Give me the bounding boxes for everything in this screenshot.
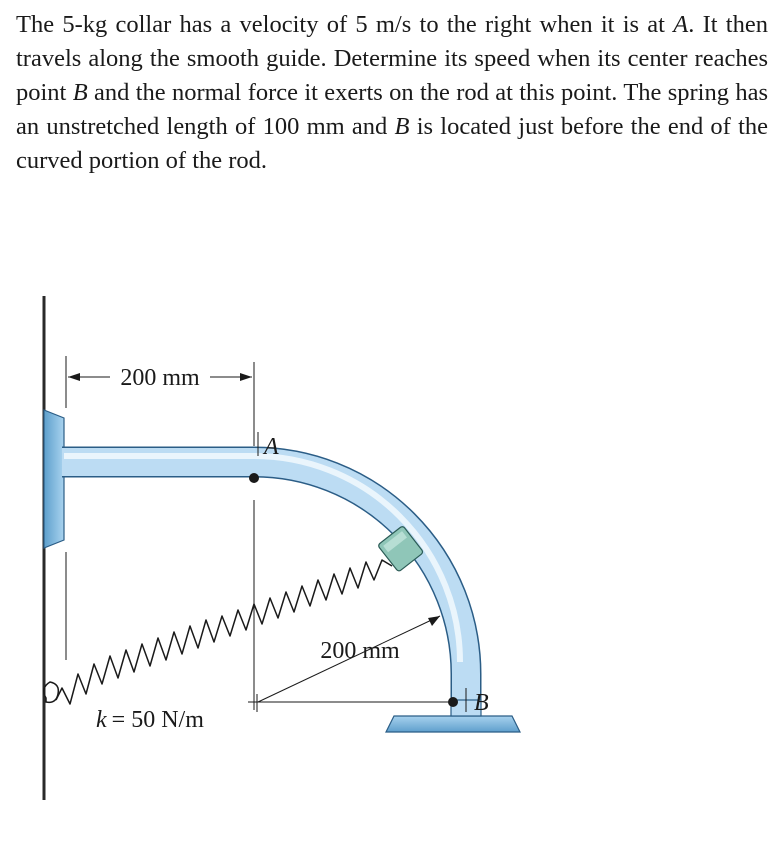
dim-radius-label: 200 mm: [320, 638, 400, 664]
spring-constant-label: k= 50 N/m: [96, 707, 204, 733]
dim-top-arrow-right: [240, 373, 252, 381]
problem-text-part1: The 5-kg collar has a velocity of 5 m/s …: [16, 11, 674, 38]
point-a-ref: A: [673, 11, 689, 38]
collar: [378, 526, 424, 572]
point-b-dot: [448, 697, 458, 707]
problem-text-part2: . It then travels along the smooth guide…: [16, 11, 768, 106]
label-b: B: [474, 690, 489, 716]
guide-rod-outline: [62, 446, 482, 702]
label-a: A: [262, 434, 279, 460]
spring-k: k: [96, 707, 107, 733]
problem-text-part3: and the normal force it exerts on the ro…: [16, 79, 768, 140]
guide-rod-highlight: [64, 453, 463, 663]
problem-statement: The 5-kg collar has a velocity of 5 m/s …: [16, 8, 768, 178]
collar-guide-figure: 200 mm A 200 mm B k= 50 N/m: [42, 296, 521, 800]
rod-base: [385, 715, 521, 733]
spring-wall-mount: [43, 681, 60, 704]
dim-top-label: 200 mm: [120, 365, 200, 391]
point-b-ref-2: B: [394, 113, 410, 140]
spring-value: = 50 N/m: [112, 707, 205, 733]
spring: [55, 559, 393, 705]
radius-dim-line: [257, 615, 441, 703]
dim-top-arrow-left: [68, 373, 80, 381]
guide-rod: [62, 448, 480, 702]
problem-text-part4: is located just before the end of the cu…: [16, 113, 768, 174]
point-b-ref: B: [72, 79, 88, 106]
point-a-dot: [249, 473, 259, 483]
radius-dim-arrow: [428, 616, 440, 626]
wall-plate: [43, 409, 65, 549]
